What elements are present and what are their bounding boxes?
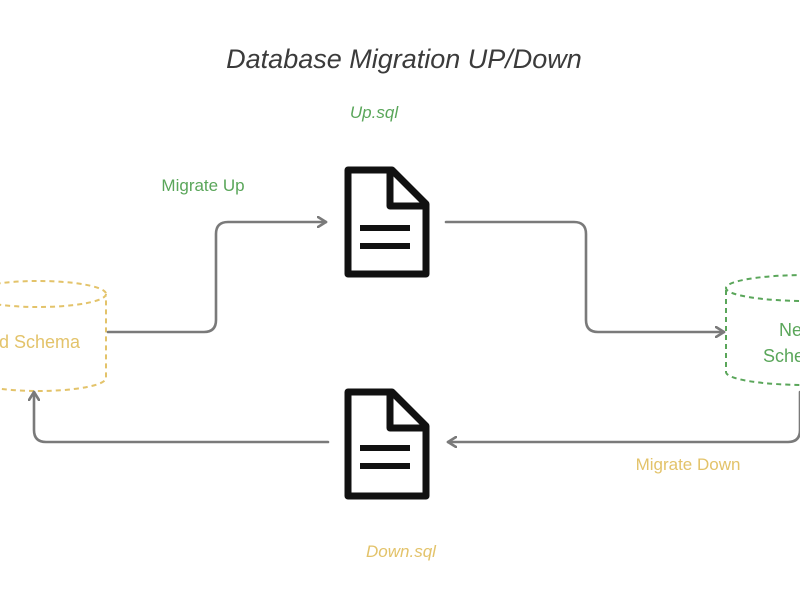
migrate-up-label: Migrate Up bbox=[161, 176, 244, 195]
down-sql-label: Down.sql bbox=[366, 542, 437, 561]
migrate-up-arrow-in bbox=[106, 222, 328, 334]
up-sql-label: Up.sql bbox=[350, 103, 399, 122]
new-schema-label-line1: Ne bbox=[779, 320, 800, 340]
diagram-title: Database Migration UP/Down bbox=[226, 44, 582, 74]
down-sql-file bbox=[344, 388, 430, 500]
document-icon bbox=[344, 388, 430, 500]
up-sql-file bbox=[344, 166, 430, 278]
migrate-down-arrow-in bbox=[446, 390, 800, 442]
old-schema-label: d Schema bbox=[0, 332, 81, 352]
document-icon bbox=[344, 166, 430, 278]
migrate-down-label: Migrate Down bbox=[636, 455, 741, 474]
new-schema-database: Ne Sche bbox=[725, 274, 800, 386]
new-schema-label-line2: Sche bbox=[763, 346, 800, 366]
migrate-up-arrow-out bbox=[444, 220, 726, 332]
database-cylinder-icon bbox=[725, 274, 800, 386]
migrate-down-arrow-out bbox=[34, 390, 330, 444]
old-schema-database: d Schema bbox=[0, 280, 107, 392]
